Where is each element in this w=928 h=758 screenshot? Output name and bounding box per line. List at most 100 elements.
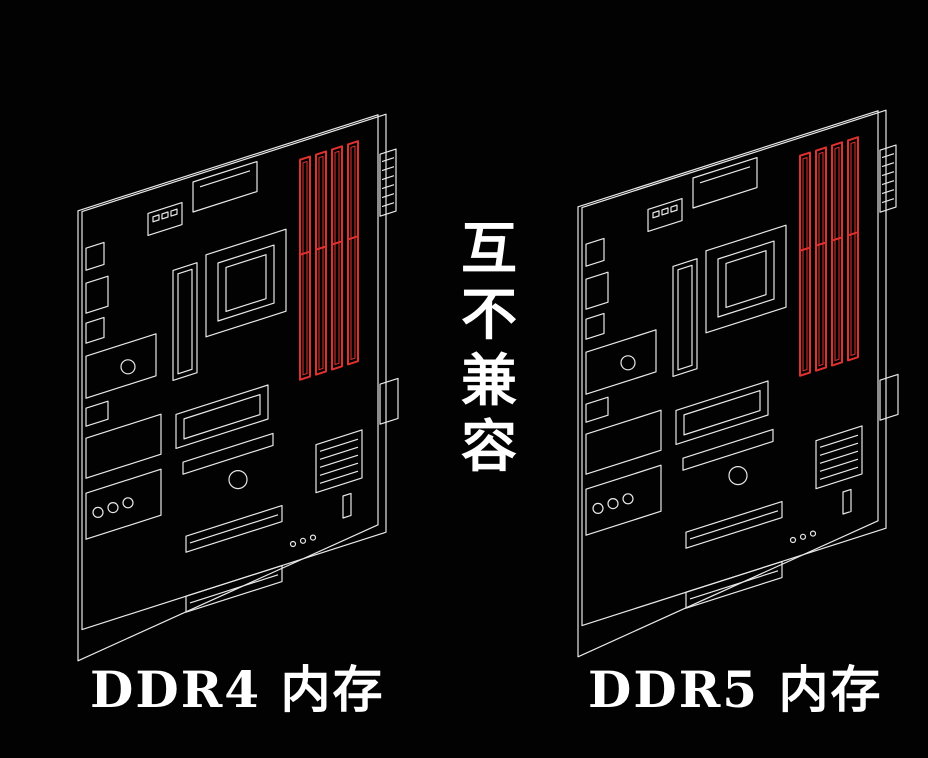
component-dot — [311, 535, 316, 540]
vrm-heatsink-inner — [178, 269, 192, 373]
ram-slot-notch — [800, 248, 810, 251]
side-connector — [880, 374, 898, 420]
incompatible-char-1: 互 — [461, 216, 517, 282]
ram-slot-inner — [351, 146, 355, 359]
io-usb-2 — [86, 401, 108, 426]
motherboard-ddr5-drawing — [568, 50, 898, 610]
audio-jack-1 — [93, 507, 103, 517]
pcie-slot-1-line — [690, 511, 778, 539]
component-dot — [801, 534, 806, 539]
motherboard-ddr5 — [568, 50, 898, 610]
ram-slot-notch — [832, 237, 842, 240]
atx-pin — [382, 176, 394, 180]
top-connector — [693, 158, 757, 208]
io-port — [586, 313, 604, 339]
io-display — [586, 272, 608, 309]
ram-slot-notch — [316, 246, 326, 249]
ram-slot-inner — [319, 156, 323, 369]
board-face — [82, 114, 386, 629]
vrm-heatsink — [173, 263, 197, 381]
io-block-2 — [586, 410, 661, 474]
atx-pin — [882, 199, 894, 203]
vrm-heatsink-inner — [678, 265, 692, 369]
ram-slot — [800, 153, 810, 376]
motherboard-ddr4 — [68, 54, 398, 614]
io-block-2 — [86, 414, 161, 478]
pcie-slot-1-line — [190, 515, 278, 543]
cmos-battery — [729, 467, 747, 485]
incompatible-char-4: 容 — [461, 414, 517, 480]
cmos-battery — [229, 471, 247, 489]
audio-jack-3 — [623, 494, 633, 504]
vrm-heatsink — [673, 259, 697, 377]
incompatible-char-3: 兼 — [461, 348, 517, 414]
atx-pin — [382, 194, 394, 198]
cpu-power-pin — [671, 205, 677, 212]
component-dot — [301, 538, 306, 543]
cpu-power-pin — [162, 212, 168, 219]
ram-slot-notch — [332, 241, 342, 244]
component-dot — [811, 531, 816, 536]
ram-slot — [332, 146, 342, 369]
io-display — [86, 276, 108, 313]
pcie-slot-short — [683, 429, 773, 470]
jumper — [843, 489, 851, 514]
atx-pin — [882, 163, 894, 167]
m2-heatsink-inner — [684, 391, 760, 435]
pcie-slot-2-line — [190, 575, 278, 603]
atx-pin — [882, 172, 894, 176]
cpu-socket-inner — [726, 251, 766, 308]
top-connector-line — [200, 171, 250, 187]
ram-slot-inner — [835, 147, 839, 360]
ram-slot-inner — [803, 158, 807, 371]
io-port — [86, 317, 104, 343]
io-audio-jack — [621, 356, 635, 370]
audio-jack-1 — [593, 503, 603, 513]
jumper — [343, 493, 351, 518]
m2-heatsink-inner — [184, 395, 260, 439]
incompatible-label: 互 不 兼 容 — [458, 216, 520, 480]
ram-slot-inner — [851, 142, 855, 355]
side-connector — [380, 378, 398, 424]
atx-pin — [382, 158, 394, 162]
ram-slot-inner — [335, 151, 339, 364]
ddr5-caption: DDR5 内存 — [588, 650, 882, 722]
io-usb-2 — [586, 397, 608, 422]
cpu-power-pin — [653, 211, 659, 218]
component-dot — [791, 538, 796, 543]
incompatible-char-2: 不 — [461, 282, 517, 348]
ram-slot-inner — [819, 152, 823, 365]
ram-slot-notch — [848, 232, 858, 235]
component-dot — [291, 542, 296, 547]
atx-pin — [382, 167, 394, 171]
io-audio-jack — [121, 360, 135, 374]
board-face — [582, 110, 886, 625]
top-connector — [193, 162, 257, 212]
ddr4-caption: DDR4 内存 — [90, 650, 384, 722]
atx-pin — [882, 154, 894, 158]
top-connector-line — [700, 167, 750, 183]
io-usb — [586, 238, 604, 266]
motherboard-outline-ddr5 — [578, 110, 898, 657]
ram-slot-notch — [300, 252, 310, 255]
cpu-power-pin — [153, 215, 159, 222]
pcie-slot-short — [183, 433, 273, 474]
ram-slot — [300, 157, 310, 380]
ram-slot — [816, 147, 826, 370]
cpu-power-pin — [171, 209, 177, 216]
atx-pin — [382, 203, 394, 207]
ram-slot — [832, 142, 842, 365]
ram-slot — [348, 141, 358, 364]
pcie-slot-2-line — [690, 571, 778, 599]
audio-jack-2 — [108, 503, 118, 513]
atx-pin — [882, 190, 894, 194]
ram-slot-notch — [348, 236, 358, 239]
cpu-socket-inner — [226, 255, 266, 312]
motherboard-outline-ddr4 — [78, 114, 398, 661]
audio-jack-3 — [123, 498, 133, 508]
atx-pin — [382, 185, 394, 189]
ram-slot-notch — [816, 242, 826, 245]
cpu-power-pin — [662, 208, 668, 215]
ram-slot-inner — [303, 162, 307, 375]
ram-slot — [848, 137, 858, 360]
